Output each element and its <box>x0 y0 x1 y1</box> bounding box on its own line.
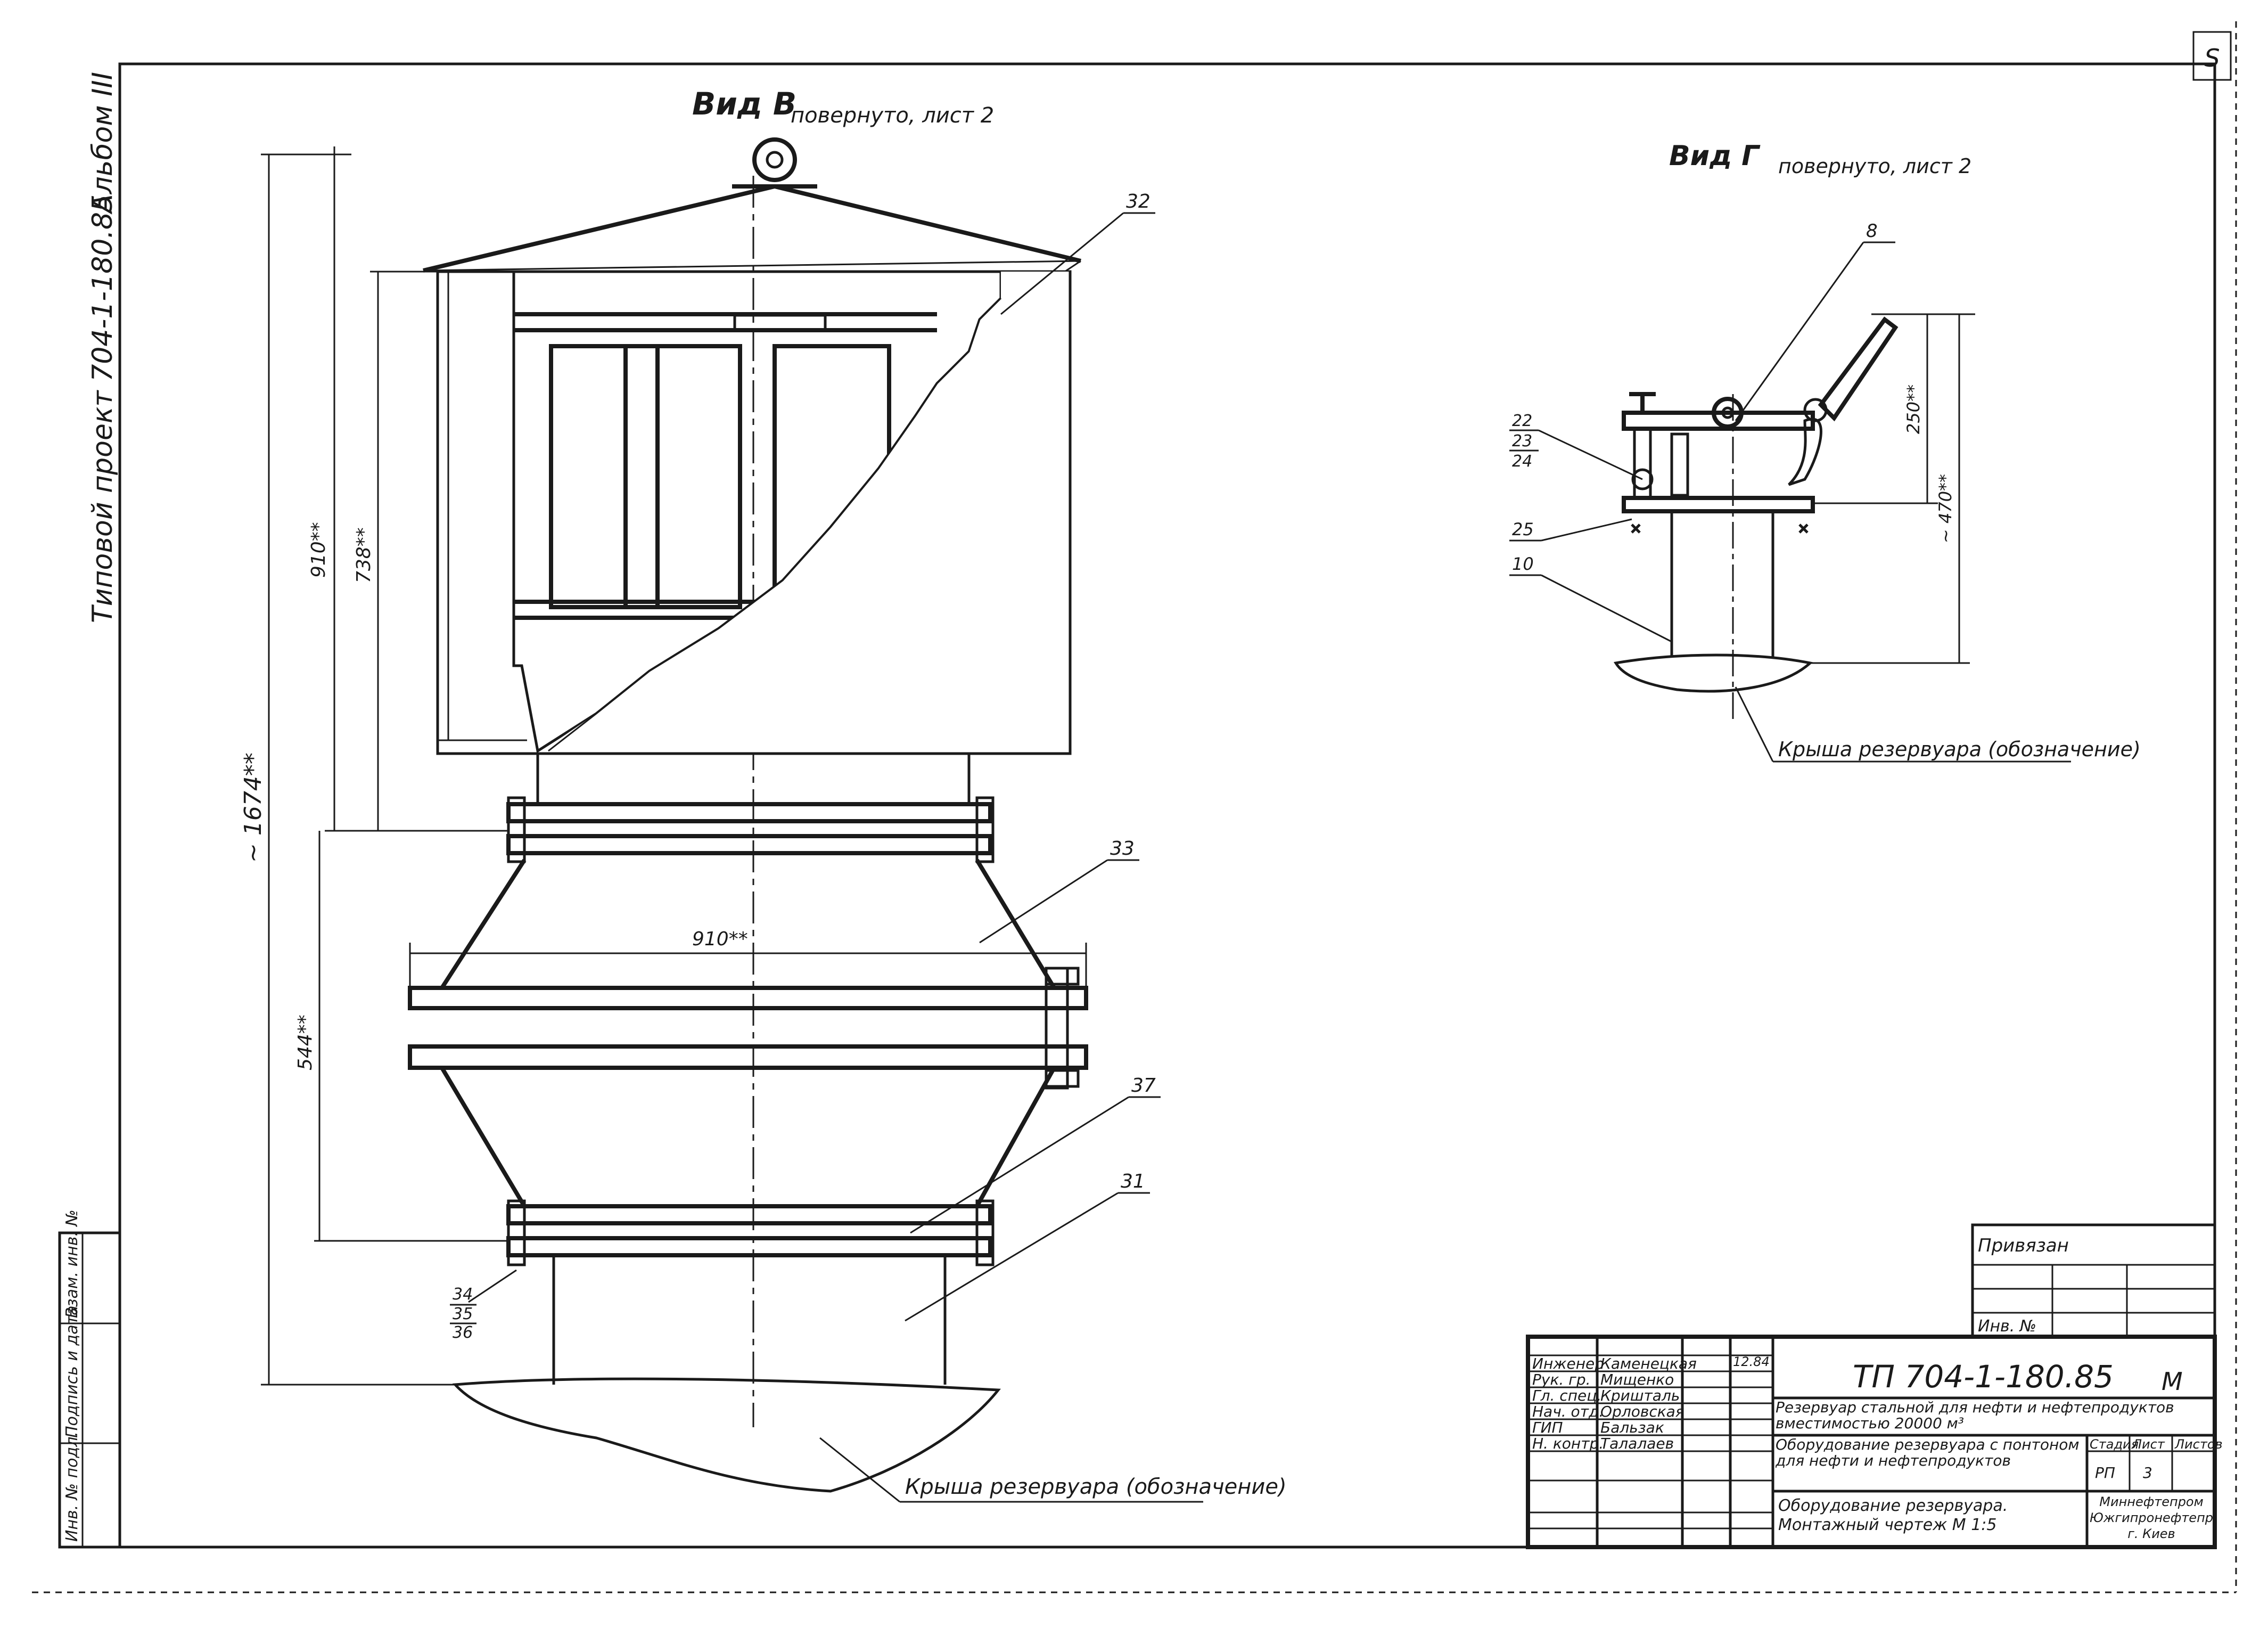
name-5: Талалаев <box>1600 1435 1674 1452</box>
role-2: Гл. спец. <box>1532 1387 1601 1404</box>
name-3: Орловская <box>1600 1403 1684 1420</box>
role-0: Инженер <box>1532 1355 1604 1372</box>
callout-g-24: 24 <box>1512 452 1532 471</box>
view-b: Вид В повернуто, лист 2 <box>240 86 1287 1503</box>
callout-35: 35 <box>453 1305 473 1323</box>
callout-g-8: 8 <box>1866 220 1878 242</box>
role-1: Рук. гр. <box>1532 1371 1591 1388</box>
lifting-eye <box>732 137 817 189</box>
stamp-sheet-name: Оборудование резервуара. Монтажный черте… <box>1778 1496 2008 1534</box>
roof-nozzle <box>452 1255 1001 1493</box>
callout-31: 31 <box>1121 1171 1145 1192</box>
upper-flange <box>506 754 995 863</box>
strip-inv-label: Инв. № подл. <box>63 1432 81 1542</box>
role-4: ГИП <box>1532 1419 1563 1436</box>
callout-g-22: 22 <box>1512 412 1532 430</box>
lower-flange <box>506 1199 995 1266</box>
callout-36: 36 <box>453 1323 473 1342</box>
stamp-mark: М <box>2162 1367 2183 1396</box>
dim-lower: 544** <box>294 1015 316 1070</box>
inv-no-label: Инв. № <box>1978 1317 2036 1336</box>
page-mark-box <box>2192 31 2232 81</box>
callout-g-10: 10 <box>1512 554 1534 574</box>
view-b-dimensions: ~ 1674** 910** 738** 544** 910** <box>240 146 1087 1386</box>
roof-label-g: Крыша резервуара (обозначение) <box>1778 738 2141 761</box>
callout-37: 37 <box>1131 1075 1156 1097</box>
callout-g-23: 23 <box>1512 432 1532 451</box>
dim-overall: ~ 1674** <box>240 753 267 863</box>
stage-header: Стадия <box>2090 1437 2139 1452</box>
conical-body <box>408 858 1088 1208</box>
callout-33: 33 <box>1110 838 1135 860</box>
stamp-date: 12.84 <box>1733 1354 1770 1369</box>
name-0: Каменецкая <box>1600 1355 1697 1372</box>
dim-width: 910** <box>692 928 748 950</box>
view-b-title: Вид В <box>692 86 796 122</box>
callout-g-25: 25 <box>1512 519 1534 539</box>
name-2: Кришталь <box>1600 1387 1680 1404</box>
privyazan-label: Привязан <box>1978 1235 2069 1256</box>
arrester-cartridge <box>512 270 1072 755</box>
callout-32: 32 <box>1126 191 1151 212</box>
stamp-org: Миннефтепром Южгипронефтепровод г. Киев <box>2090 1494 2213 1541</box>
stamp-subtitle: Оборудование резервуара с понтоном для н… <box>1776 1437 2080 1469</box>
view-g-roof <box>1613 653 1813 693</box>
stamp-title: Резервуар стальной для нефти и нефтепрод… <box>1776 1400 2174 1432</box>
view-g-dimensions: 250** ~ 470** <box>1810 313 1975 664</box>
view-g-title: Вид Г <box>1669 140 1761 172</box>
left-strip: Инв. № подл. Подпись и дата Взам. инв. № <box>58 1209 121 1549</box>
dim-g-upper: 250** <box>1903 385 1924 434</box>
sheet-value: 3 <box>2143 1464 2152 1482</box>
drawing-frame <box>118 62 2216 1549</box>
view-g-callouts: 8 22 23 24 25 10 Крыша резервуара (обозн… <box>1509 220 2141 763</box>
project-label: Типовой проект 704-1-180.85 <box>87 194 119 623</box>
roof-label-b: Крыша резервуара (обозначение) <box>905 1475 1287 1499</box>
name-1: Мищенко <box>1600 1371 1674 1388</box>
view-b-callouts: 32 33 37 31 34 35 36 Крыша резервуара (о… <box>450 191 1287 1503</box>
view-g: Вид Г повернуто, лист 2 <box>1509 140 2141 763</box>
role-5: Н. контр. <box>1532 1435 1604 1452</box>
name-4: Бальзак <box>1600 1419 1664 1436</box>
title-block: Привязан Инв. № Инженер Рук. гр. Гл. спе… <box>1526 1223 2223 1549</box>
strip-replace-label: Взам. инв. № <box>63 1209 81 1318</box>
role-3: Нач. отд. <box>1532 1403 1604 1420</box>
sheet-header: Лист <box>2132 1437 2165 1452</box>
sheets-header: Листов <box>2174 1437 2223 1452</box>
stamp-code: ТП 704-1-180.85 <box>1853 1359 2114 1395</box>
page-mark: S <box>2204 44 2220 72</box>
strip-sign-label: Подпись и дата <box>63 1306 81 1438</box>
album-label: Альбом III <box>87 72 119 215</box>
stage-value: РП <box>2095 1464 2115 1482</box>
dim-upper-outer: 910** <box>308 522 330 578</box>
view-g-note: повернуто, лист 2 <box>1778 154 1971 178</box>
canopy-cap <box>423 184 1081 273</box>
hatch-assembly <box>1622 316 1899 534</box>
dim-g-overall: ~ 470** <box>1935 474 1955 543</box>
view-b-note: повернуто, лист 2 <box>791 103 994 128</box>
callout-34: 34 <box>453 1285 473 1304</box>
dim-upper-inner: 738** <box>353 527 375 583</box>
